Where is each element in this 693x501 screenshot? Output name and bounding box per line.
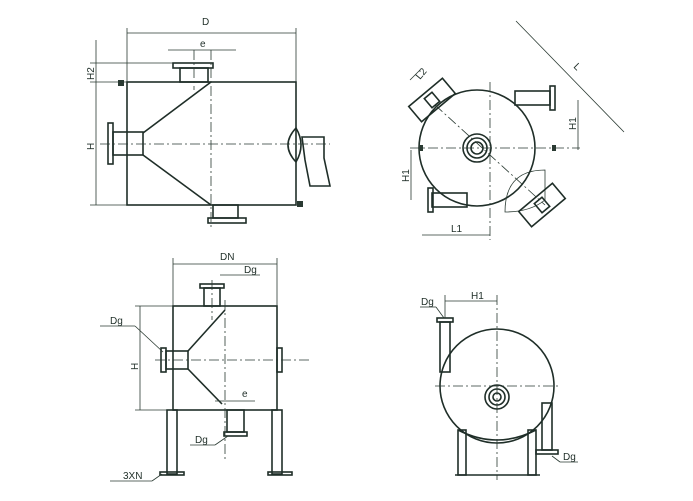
front-view: D e H2 H bbox=[86, 17, 331, 230]
dim-H1: H1 bbox=[471, 291, 484, 302]
side-view: Dg H1 Dg bbox=[420, 291, 578, 480]
dim-DN: DN bbox=[220, 252, 234, 263]
dim-L: L bbox=[571, 61, 583, 73]
dim-e: e bbox=[242, 389, 248, 400]
label-Dg-top: Dg bbox=[244, 265, 257, 276]
dim-H: H bbox=[130, 363, 141, 370]
label-legs: 3XN bbox=[123, 471, 142, 482]
label-Dg-bottom: Dg bbox=[195, 435, 208, 446]
dim-H1-left: H1 bbox=[401, 169, 412, 182]
dim-H: H bbox=[86, 143, 97, 150]
dim-H1-right: H1 bbox=[568, 117, 579, 130]
label-Dg-left: Dg bbox=[110, 316, 123, 327]
legged-front-view: DN Dg Dg H e Dg 3XN bbox=[100, 252, 310, 482]
label-Dg-bottom: Dg bbox=[563, 452, 576, 463]
dim-L2: L2 bbox=[414, 66, 430, 82]
dim-L1: L1 bbox=[451, 224, 463, 235]
dim-e: e bbox=[200, 39, 206, 50]
label-Dg-top: Dg bbox=[421, 297, 434, 308]
plan-view: L2 L H1 H1 L1 bbox=[401, 20, 625, 240]
dim-D: D bbox=[202, 17, 209, 28]
dim-H2: H2 bbox=[86, 67, 97, 80]
